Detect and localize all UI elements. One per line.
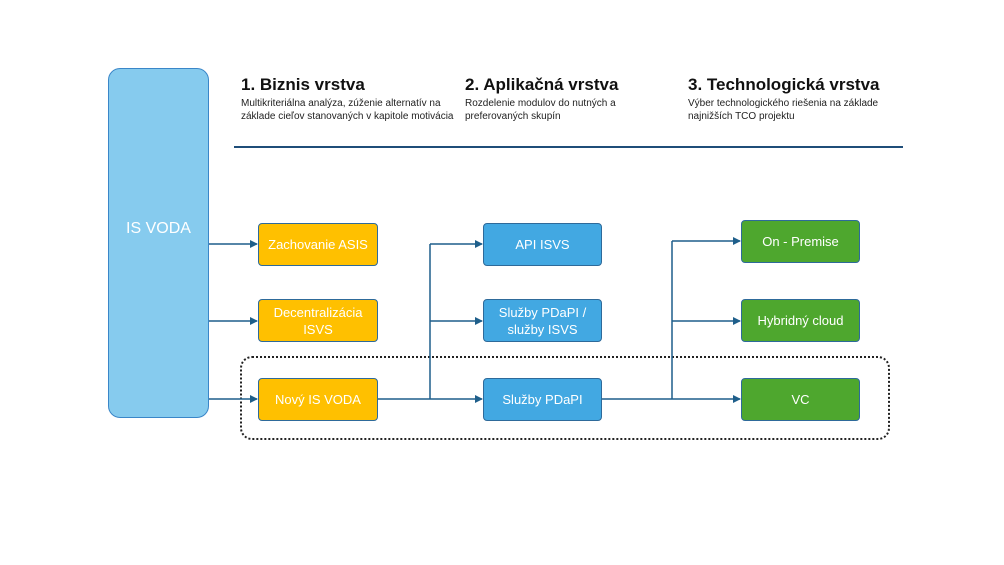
application-layer-title: 2. Aplikačná vrstva — [465, 75, 619, 94]
technology-layer-title: 3. Technologická vrstva — [688, 75, 880, 94]
box-api-isvs-label: API ISVS — [515, 237, 570, 252]
box-vc-label: VC — [791, 392, 810, 407]
box-api-isvs: API ISVS — [483, 223, 602, 266]
box-sluzby-pdapi-label: Služby PDaPI — [502, 392, 583, 407]
header-divider — [234, 146, 903, 148]
box-sluzby-pdapi-isvs: Služby PDaPI / služby ISVS — [483, 299, 602, 342]
box-sluzby-pdapi: Služby PDaPI — [483, 378, 602, 421]
selected-path-frame — [240, 356, 890, 440]
box-decentralizacia-isvs: Decentralizácia ISVS — [258, 299, 378, 342]
is-voda-source-block: IS VODA — [108, 68, 209, 418]
box-novy-is-voda-label: Nový IS VODA — [275, 392, 361, 407]
box-sluzby-pdapi-isvs-label: Služby PDaPI / služby ISVS — [498, 304, 587, 337]
box-decentralizacia-isvs-label: Decentralizácia ISVS — [273, 304, 363, 337]
business-layer-description: Multikriteriálna analýza, zúženie altern… — [241, 98, 454, 122]
box-on-premise: On - Premise — [741, 220, 860, 263]
box-on-premise-label: On - Premise — [762, 234, 839, 249]
box-vc: VC — [741, 378, 860, 421]
business-layer-title: 1. Biznis vrstva — [241, 75, 365, 94]
application-layer-description: Rozdelenie modulov do nutných a preferov… — [465, 98, 616, 122]
box-hybridny-cloud: Hybridný cloud — [741, 299, 860, 342]
box-zachovanie-asis-label: Zachovanie ASIS — [268, 237, 368, 252]
is-voda-label: IS VODA — [126, 220, 191, 237]
box-zachovanie-asis: Zachovanie ASIS — [258, 223, 378, 266]
box-hybridny-cloud-label: Hybridný cloud — [757, 313, 844, 328]
technology-layer-description: Výber technologického riešenia na základ… — [688, 98, 879, 122]
box-novy-is-voda: Nový IS VODA — [258, 378, 378, 421]
